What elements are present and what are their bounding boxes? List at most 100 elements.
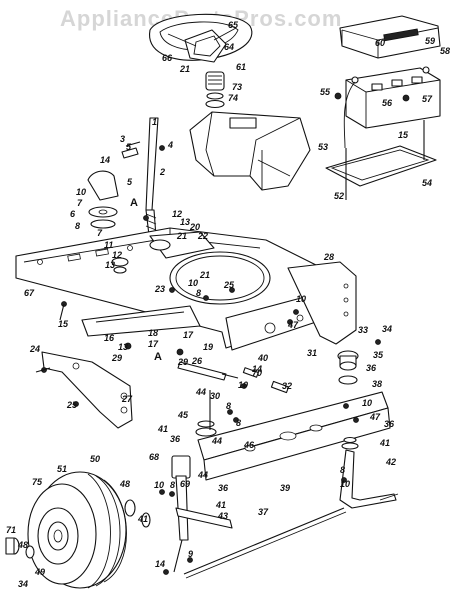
callout-46: 46 <box>243 440 255 450</box>
callout-28: 28 <box>323 252 334 262</box>
dash-console <box>189 111 311 191</box>
callout-15: 15 <box>58 319 69 329</box>
callout-4: 4 <box>167 140 173 150</box>
battery-tray <box>325 120 437 200</box>
callout-34: 34 <box>382 324 392 334</box>
tie-rod <box>183 507 347 579</box>
callout-14: 14 <box>100 155 110 165</box>
callout-51: 51 <box>57 464 67 474</box>
callout-8: 8 <box>170 480 175 490</box>
callout-29: 29 <box>177 357 188 367</box>
throttle-lever <box>87 147 139 229</box>
callout-36: 36 <box>384 419 395 429</box>
callout-48: 48 <box>119 479 130 489</box>
callout-30: 30 <box>210 391 220 401</box>
callout-56: 56 <box>382 98 393 108</box>
callout-13: 13 <box>105 260 115 270</box>
callout-20: 20 <box>189 222 200 232</box>
callout-64: 64 <box>224 42 234 52</box>
front-side-plate <box>41 351 133 429</box>
callout-19: 19 <box>203 342 213 352</box>
callout-36: 36 <box>218 483 229 493</box>
callout-42: 42 <box>385 457 396 467</box>
callout-27: 27 <box>121 394 133 404</box>
callout-7: 7 <box>97 228 103 238</box>
callout-11: 11 <box>104 240 113 250</box>
callout-26: 26 <box>191 356 203 366</box>
callout-41: 41 <box>157 424 168 434</box>
callout-1: 1 <box>152 117 157 127</box>
callout-10: 10 <box>238 380 248 390</box>
callout-45: 45 <box>177 410 189 420</box>
callout-53: 53 <box>318 142 328 152</box>
callout-58: 58 <box>440 46 450 56</box>
callout-21: 21 <box>199 270 210 280</box>
hardware-bolts <box>35 92 410 575</box>
callout-44: 44 <box>195 387 206 397</box>
callout-39: 39 <box>280 483 290 493</box>
callout-35: 35 <box>373 350 384 360</box>
callout-21: 21 <box>176 231 187 241</box>
callout-54: 54 <box>422 178 432 188</box>
callout-68: 68 <box>149 452 159 462</box>
wheel-hardware <box>5 499 151 559</box>
callout-8: 8 <box>196 288 201 298</box>
callout-66: 66 <box>162 53 173 63</box>
callout-71: 71 <box>6 525 16 535</box>
callout-10: 10 <box>76 187 86 197</box>
wheel-rim <box>37 507 79 565</box>
callout-41: 41 <box>137 514 148 524</box>
callout-59: 59 <box>425 36 435 46</box>
callout-23: 23 <box>154 284 165 294</box>
callout-52: 52 <box>334 191 344 201</box>
left-spindle <box>171 390 217 573</box>
callout-41: 41 <box>379 438 390 448</box>
drag-link <box>177 361 239 381</box>
callout-36: 36 <box>170 434 181 444</box>
steering-gear-plate <box>111 231 215 274</box>
callout-10: 10 <box>362 398 372 408</box>
steering-shaft-coupler <box>205 71 225 109</box>
callout-73: 73 <box>232 82 242 92</box>
callout-8: 8 <box>75 221 80 231</box>
callout-37: 37 <box>258 507 269 517</box>
callout-13: 13 <box>118 342 128 352</box>
callout-48: 48 <box>17 540 28 550</box>
callout-13: 13 <box>180 217 190 227</box>
callout-75: 75 <box>32 477 43 487</box>
front-axle <box>197 391 391 481</box>
callout-44: 44 <box>197 470 208 480</box>
callout-50: 50 <box>90 454 100 464</box>
callout-29: 29 <box>111 353 122 363</box>
callout-16: 16 <box>104 333 115 343</box>
battery-cable <box>343 81 356 149</box>
callout-12: 12 <box>172 209 182 219</box>
callout-41: 41 <box>215 500 226 510</box>
callout-36: 36 <box>366 363 377 373</box>
callout-25: 25 <box>66 400 78 410</box>
callout-17: 17 <box>183 330 194 340</box>
callout-8: 8 <box>236 418 241 428</box>
callout-8: 8 <box>226 401 231 411</box>
callout-43: 43 <box>217 511 228 521</box>
callout-18: 18 <box>148 328 158 338</box>
callout-5: 5 <box>127 177 133 187</box>
callout-14: 14 <box>155 559 165 569</box>
callout-3: 3 <box>120 134 125 144</box>
steering-arm <box>175 507 233 529</box>
callout-40: 40 <box>257 353 268 363</box>
callout-10: 10 <box>188 278 198 288</box>
callout-9: 9 <box>188 549 193 559</box>
callout-21: 21 <box>179 64 190 74</box>
callout-69: 69 <box>180 479 190 489</box>
callout-47: 47 <box>287 320 299 330</box>
callout-10: 10 <box>296 294 306 304</box>
callout-60: 60 <box>375 38 385 48</box>
callout-6: 6 <box>70 209 76 219</box>
callout-31: 31 <box>307 348 317 358</box>
callout-32: 32 <box>282 381 292 391</box>
callout-70: 70 <box>252 368 262 378</box>
callout-10: 10 <box>340 479 350 489</box>
